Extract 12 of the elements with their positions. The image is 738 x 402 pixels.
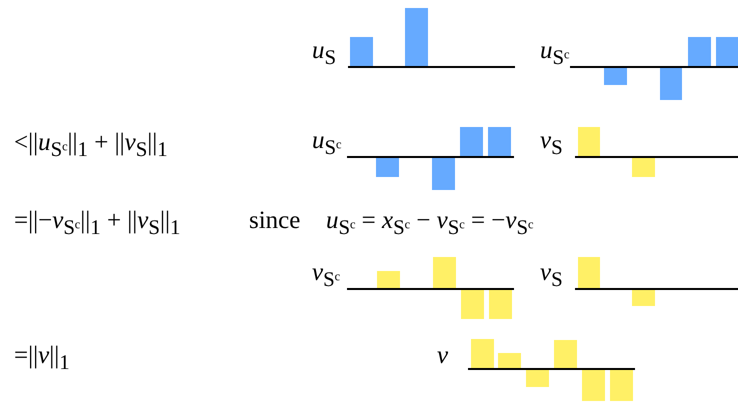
variable-label: u$_{Sᶜ}$ xyxy=(540,38,570,68)
variable-label: u$_{Sᶜ}$ xyxy=(312,128,342,158)
variable-label: v$_{S}$ xyxy=(540,260,563,290)
math-expression: <||u$_{Sᶜ}$||$_{1}$ + ||v$_{S}$||$_{1}$ xyxy=(14,130,168,160)
math-expression: =||−v$_{Sᶜ}$||$_{1}$ + ||v$_{S}$||$_{1}$ xyxy=(14,208,180,238)
variable-label: u$_{S}$ xyxy=(312,38,336,68)
math-expression: u$_{Sᶜ}$ = x$_{Sᶜ}$ − v$_{Sᶜ}$ = −v$_{Sᶜ}$ xyxy=(326,208,534,238)
variable-label: v$_{Sᶜ}$ xyxy=(312,260,340,290)
math-expression: =||v||$_{1}$ xyxy=(14,343,70,373)
variable-label: v xyxy=(437,343,448,368)
variable-label: v$_{S}$ xyxy=(540,128,563,158)
math-label: since xyxy=(249,208,300,233)
